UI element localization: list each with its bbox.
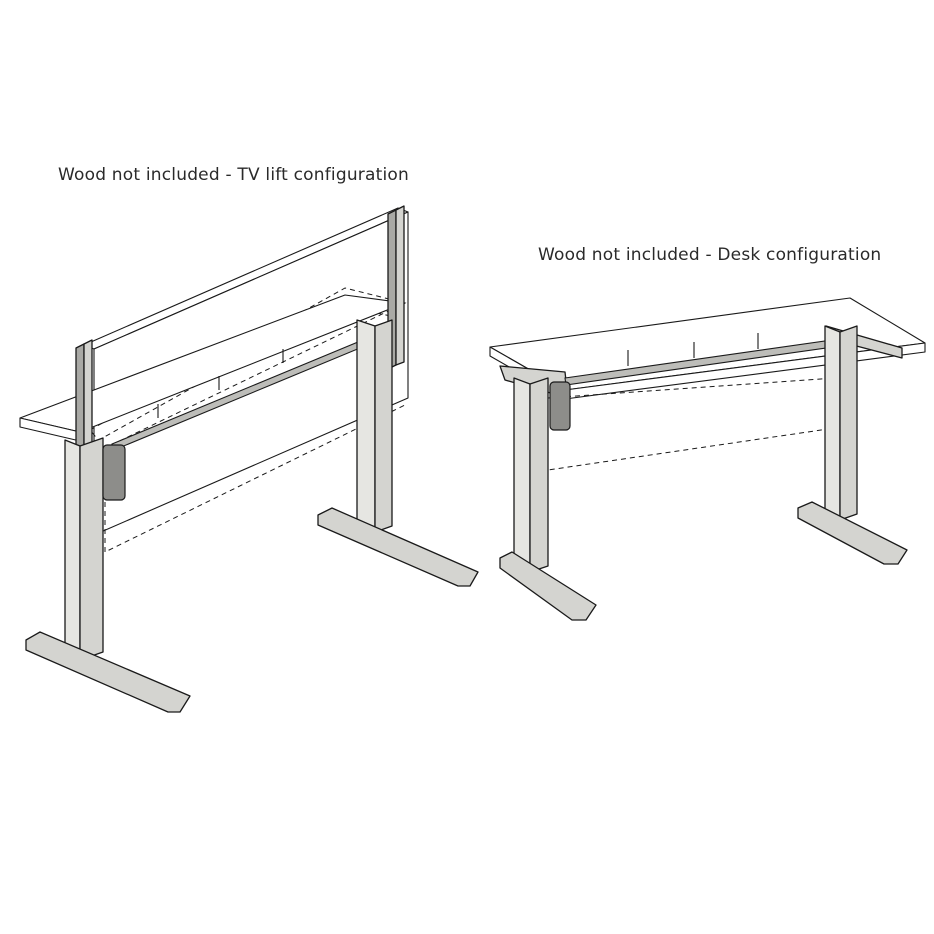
desk-right-leg-side — [839, 325, 858, 521]
tv-screws — [157, 349, 284, 418]
tv-left-leg-front — [64, 439, 81, 661]
desk-right-leg-front — [824, 325, 841, 521]
tv-hidden-panel-edge — [104, 404, 406, 553]
tv-right-leg-front — [356, 319, 376, 533]
desk-left-foot — [499, 551, 597, 621]
tv-left-foot — [25, 631, 191, 713]
desk-motor — [549, 381, 571, 431]
tv-motor — [102, 444, 126, 501]
tv-lift-assembly — [19, 205, 479, 713]
tv-right-foot — [317, 507, 479, 587]
tv-hidden-panel-edge-2 — [89, 304, 401, 446]
tv-right-post — [395, 205, 405, 366]
desk-left-leg-side — [529, 377, 549, 573]
desk-right-foot — [797, 501, 908, 565]
desk-assembly — [489, 297, 926, 621]
tv-right-leg-side — [374, 319, 393, 533]
desk-screws — [627, 333, 759, 366]
desk-left-leg-front — [513, 377, 531, 573]
tv-left-leg-side — [79, 437, 104, 661]
caption-desk-configuration: Wood not included - Desk configuration — [538, 245, 882, 265]
caption-tv-lift-configuration: Wood not included - TV lift configuratio… — [58, 165, 409, 185]
